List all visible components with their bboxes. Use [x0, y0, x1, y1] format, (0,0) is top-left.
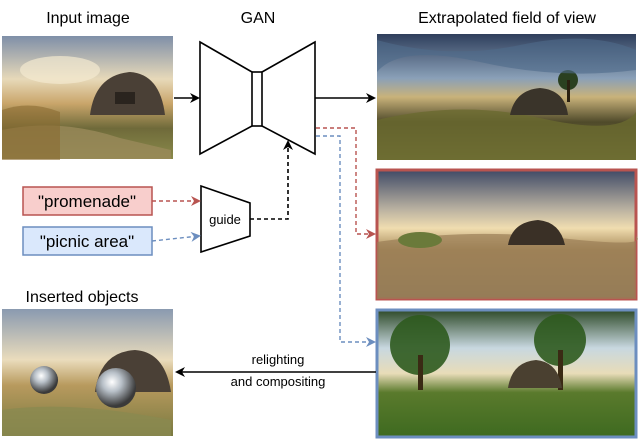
arrow-guide-to-gan: [250, 140, 293, 220]
caption-inserted-objects: Inserted objects: [26, 289, 139, 306]
prompt-picnic-area: "picnic area": [22, 226, 153, 256]
promenade-panorama: [375, 168, 638, 301]
caption-extrapolated: Extrapolated field of view: [418, 10, 596, 27]
arrow-gan-to-promenade: [316, 127, 376, 239]
chrome-sphere-left: [30, 366, 58, 394]
prompt-picnic-area-text: "picnic area": [40, 232, 134, 251]
picnic-area-panorama: [375, 308, 638, 439]
extrapolated-panorama: [377, 34, 636, 160]
relighting-label: relighting: [252, 352, 305, 367]
caption-gan: GAN: [241, 10, 276, 27]
chrome-sphere-right: [96, 368, 136, 408]
arrow-picnic-to-guide: [151, 231, 201, 242]
prompt-promenade-text: "promenade": [38, 192, 136, 211]
input-image: [2, 36, 173, 160]
guide-network: guide: [200, 184, 251, 254]
inserted-objects-image: [2, 309, 173, 436]
guide-label: guide: [209, 212, 241, 227]
arrow-gan-to-picnic: [316, 135, 376, 347]
compositing-label: and compositing: [231, 374, 326, 389]
gan-network: [199, 40, 316, 156]
prompt-promenade: "promenade": [22, 186, 153, 216]
caption-input-image: Input image: [46, 10, 130, 27]
